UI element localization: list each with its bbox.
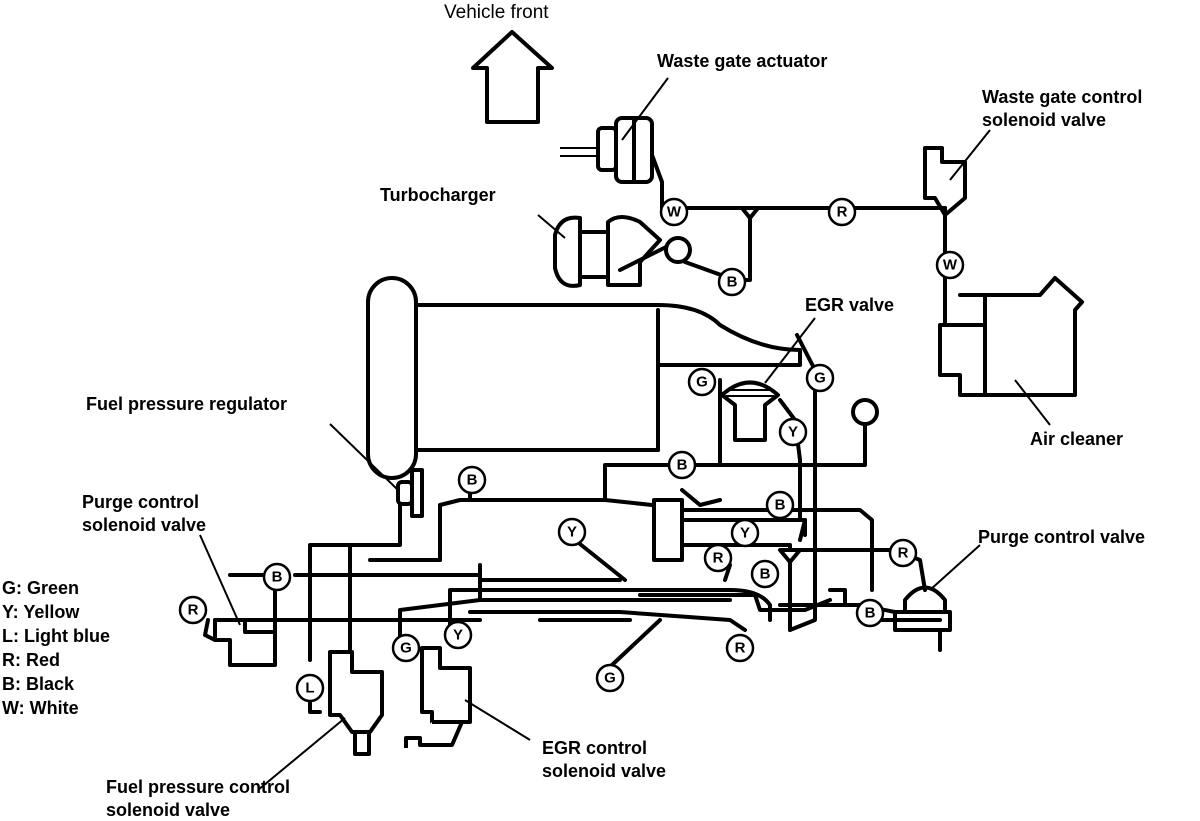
purge-control-solenoid-label-line2: solenoid valve [82, 515, 207, 535]
waste-gate-actuator [560, 77, 669, 184]
hose-tag: Y [443, 620, 473, 650]
hose-tag: B [750, 559, 780, 589]
waste-gate-control-solenoid [923, 129, 991, 217]
svg-text:Y: Y [740, 525, 750, 542]
svg-text:Y: Y [453, 627, 463, 644]
egr-valve [720, 317, 816, 442]
hose-tag: G [805, 363, 835, 393]
hose-tag: G [687, 367, 717, 397]
hose-tag: Y [778, 417, 808, 447]
legend-item: B: Black [2, 674, 75, 694]
hose-tag: R [725, 633, 755, 663]
fuel-pressure-control-label-line1: Fuel pressure control [106, 777, 291, 797]
hose-tag: R [827, 197, 857, 227]
fuel-pressure-regulator-label: Fuel pressure regulator [86, 394, 288, 414]
junction-block [652, 498, 684, 562]
svg-text:G: G [696, 374, 708, 391]
waste-gate-actuator-label: Waste gate actuator [657, 51, 828, 71]
egr-valve-label: EGR valve [805, 295, 895, 315]
svg-text:B: B [467, 472, 478, 489]
svg-text:L: L [305, 680, 314, 697]
vehicle-front-label: Vehicle front [444, 2, 549, 23]
svg-text:R: R [713, 550, 724, 567]
legend-item: L: Light blue [2, 626, 110, 646]
hose-tag: L [295, 673, 325, 703]
hose-tag: W [659, 197, 689, 227]
fuel-pressure-control-solenoid [257, 650, 384, 791]
hose-tag: Y [557, 517, 587, 547]
svg-text:Y: Y [567, 524, 577, 541]
hose-joint-top [740, 206, 760, 220]
hose-tag: R [178, 595, 208, 625]
turbocharger-label: Turbocharger [380, 185, 496, 205]
hose-tag: B [667, 450, 697, 480]
hose-tag: G [595, 663, 625, 693]
hose-tag: B [855, 598, 885, 628]
purge-control-valve-label: Purge control valve [978, 527, 1146, 547]
hose-tag: G [391, 633, 421, 663]
hose-tag: W [935, 250, 965, 280]
egr-control-solenoid [404, 646, 531, 748]
hose-tag: R [703, 543, 733, 573]
legend-item: R: Red [2, 650, 60, 670]
egr-control-label-line2: solenoid valve [542, 761, 667, 781]
svg-text:R: R [837, 204, 848, 221]
hose-tag: R [888, 538, 918, 568]
svg-text:R: R [898, 545, 909, 562]
svg-text:B: B [727, 274, 738, 291]
svg-text:B: B [865, 605, 876, 622]
svg-text:B: B [272, 569, 283, 586]
hose-joint-right [778, 548, 802, 564]
svg-text:B: B [760, 566, 771, 583]
legend-item: W: White [2, 698, 79, 718]
svg-text:G: G [400, 640, 412, 657]
svg-text:B: B [775, 497, 786, 514]
svg-text:R: R [188, 602, 199, 619]
hose-tag: B [765, 490, 795, 520]
legend-item: G: Green [2, 578, 80, 598]
svg-text:R: R [735, 640, 746, 657]
waste-gate-control-label-line1: Waste gate control [982, 87, 1143, 107]
color-legend: G: Green Y: Yellow L: Light blue R: Red … [2, 577, 110, 719]
svg-text:B: B [677, 457, 688, 474]
egr-control-label-line1: EGR control [542, 738, 648, 758]
fuel-pressure-control-label-line2: solenoid valve [106, 800, 231, 820]
legend-item: Y: Yellow [2, 602, 80, 622]
hose-tag: Y [730, 518, 760, 548]
svg-text:W: W [667, 204, 682, 221]
air-cleaner-label: Air cleaner [1030, 429, 1124, 449]
waste-gate-control-label-line2: solenoid valve [982, 110, 1107, 130]
svg-text:W: W [943, 257, 958, 274]
vehicle-front-arrow [471, 30, 554, 124]
air-cleaner [938, 276, 1084, 426]
vacuum-port [851, 398, 879, 426]
purge-control-solenoid [199, 534, 277, 667]
fuel-pressure-regulator [329, 423, 424, 518]
hose-tag: B [262, 562, 292, 592]
svg-text:Y: Y [788, 424, 798, 441]
hose-tag: B [457, 465, 487, 495]
turbocharger [537, 214, 692, 288]
purge-control-solenoid-label-line1: Purge control [82, 492, 200, 512]
svg-text:G: G [814, 370, 826, 387]
svg-text:G: G [604, 670, 616, 687]
intake-plenum [366, 276, 802, 480]
hose-tag: B [717, 267, 747, 297]
